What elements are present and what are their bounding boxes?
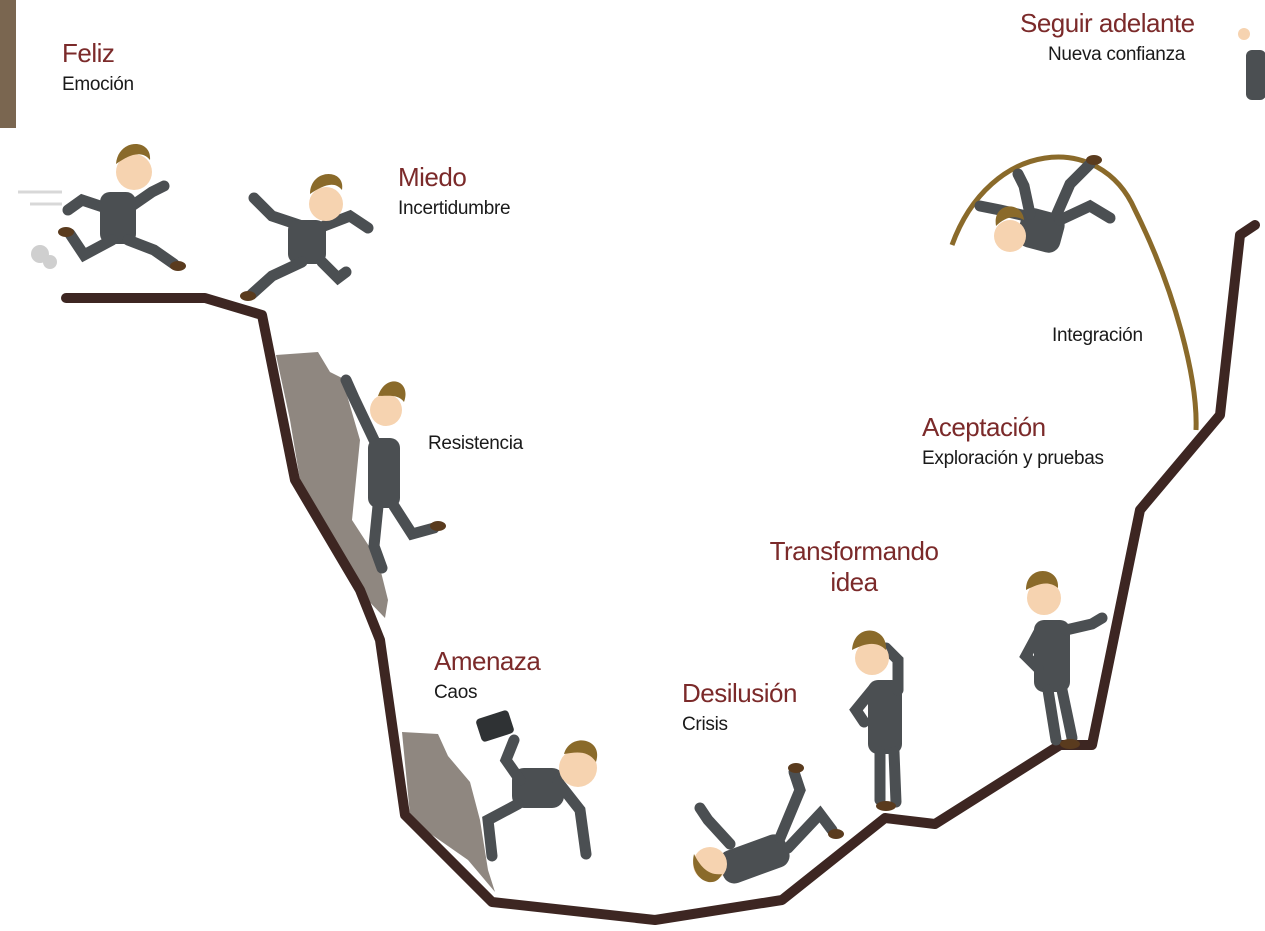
edge-businessman-icon [1238, 28, 1265, 100]
stage-title: Feliz [62, 38, 115, 68]
stage-feliz: Feliz Emoción [62, 38, 134, 97]
stage-integracion: Integración [1052, 320, 1143, 348]
stage-subtitle: Integración [1052, 325, 1143, 346]
stage-subtitle: Crisis [682, 714, 728, 736]
stage-subtitle: Nueva confianza [1048, 44, 1186, 66]
stage-amenaza: Amenaza Caos [434, 646, 541, 705]
stage-title-line2: idea [830, 567, 878, 598]
stage-seguir-adelante: Seguir adelante Nueva confianza [1020, 8, 1195, 67]
stage-subtitle: Caos [434, 682, 478, 704]
fallen-businessman-icon [693, 763, 844, 884]
stage-subtitle: Resistencia [428, 433, 523, 454]
running-businessman-icon [58, 143, 186, 271]
stage-desilusion: Desilusión Crisis [682, 678, 797, 737]
cliff-rock-upper [276, 352, 388, 618]
stage-subtitle: Exploración y pruebas [922, 448, 1104, 470]
stage-title: Seguir adelante [1020, 8, 1195, 38]
stage-title: Amenaza [434, 646, 541, 676]
stage-resistencia: Resistencia [428, 428, 523, 456]
stage-subtitle: Emoción [62, 74, 134, 96]
stage-title: Aceptación [922, 412, 1046, 442]
thinking-businessman-icon [849, 630, 904, 811]
stage-transformando: Transformando idea [760, 536, 948, 598]
stage-title-line1: Transformando [769, 536, 939, 566]
journey-path-line [61, 220, 1260, 925]
side-decoration-bar [0, 0, 16, 128]
stage-subtitle: Incertidumbre [398, 198, 511, 220]
falling-briefcase-businessman-icon [476, 710, 598, 862]
cliff-rock-lower [402, 732, 495, 892]
standing-businessman-icon [1019, 571, 1108, 749]
climbing-businessman-icon [340, 374, 446, 574]
pole-vault-businessman-icon [974, 155, 1116, 253]
stage-aceptacion: Aceptación Exploración y pruebas [922, 412, 1104, 471]
leaping-businessman-icon [240, 173, 374, 301]
stage-title: Desilusión [682, 678, 797, 708]
stage-miedo: Miedo Incertidumbre [398, 162, 511, 221]
stage-title: Miedo [398, 162, 467, 192]
vault-pole [949, 154, 1199, 431]
dust-cloud [43, 255, 57, 269]
